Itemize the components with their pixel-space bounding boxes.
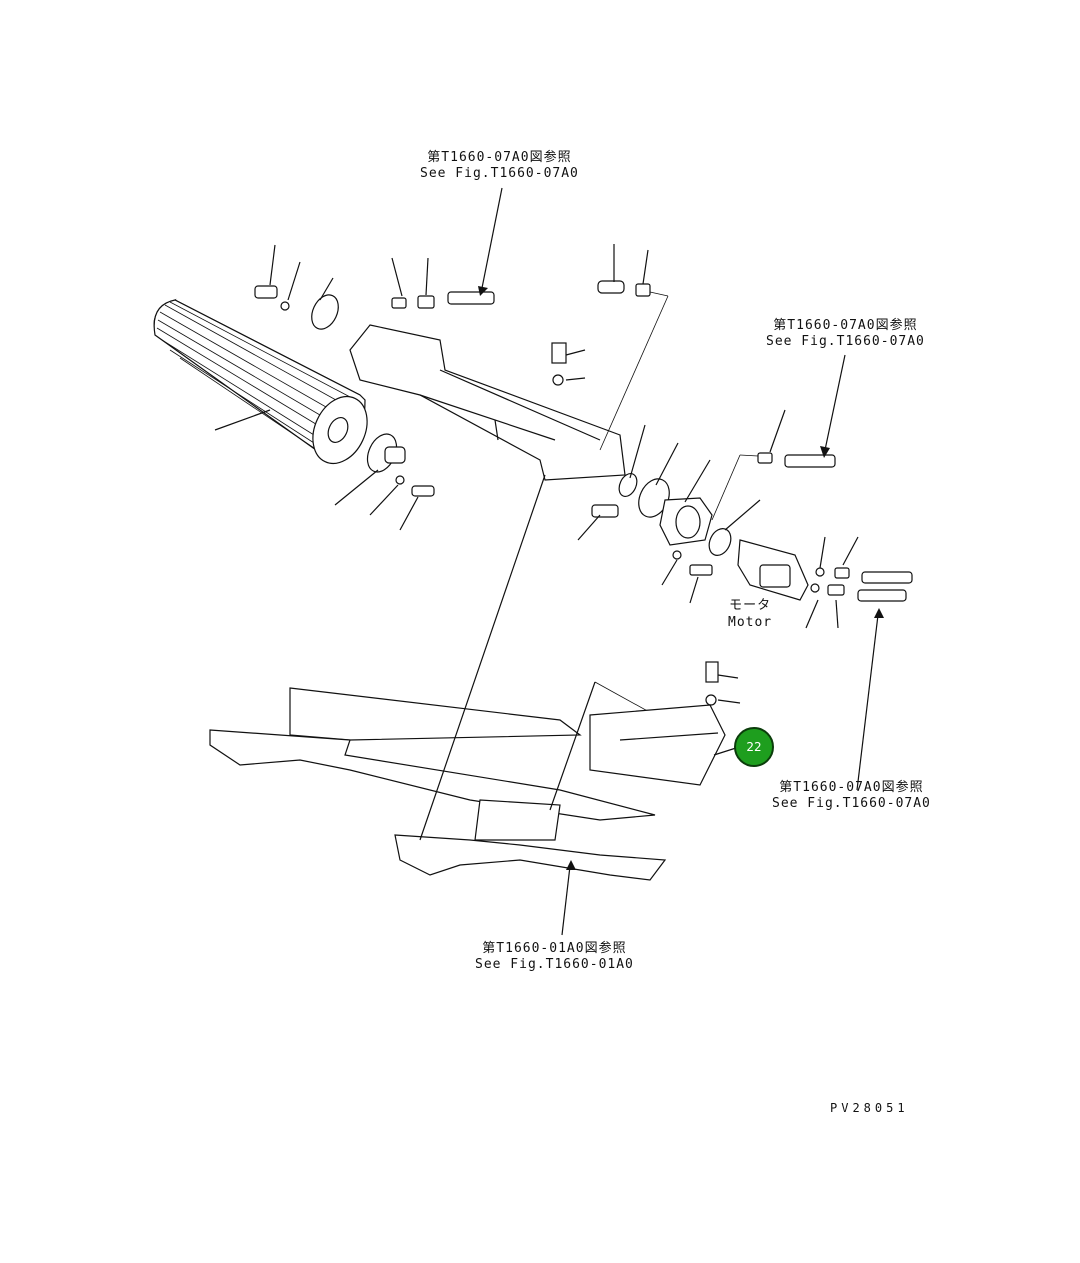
reference-bottom: 第T1660-01A0図参照 See Fig.T1660-01A0 [475,941,634,973]
reference-bottom-jp: 第T1660-01A0図参照 [482,941,627,956]
motor-label: モータ Motor [728,597,772,631]
reference-right-upper-jp: 第T1660-07A0図参照 [773,318,918,333]
lower-frame [209,474,884,936]
top-fasteners [254,187,503,330]
frame-arm [214,324,626,481]
reference-right-lower-en: See Fig.T1660-07A0 [772,796,931,811]
reference-bottom-en: See Fig.T1660-01A0 [475,957,634,972]
reference-top-en: See Fig.T1660-07A0 [420,166,579,181]
reference-right-lower: 第T1660-07A0図参照 See Fig.T1660-07A0 [772,780,931,812]
motor-label-en: Motor [728,615,773,630]
roller-drum [153,298,368,465]
reference-right-lower-jp: 第T1660-07A0図参照 [779,780,924,795]
reference-right-upper-en: See Fig.T1660-07A0 [766,334,925,349]
drawing-number: PV28051 [830,1101,909,1115]
motor-label-jp: モータ [729,598,772,613]
reference-right-upper: 第T1660-07A0図参照 See Fig.T1660-07A0 [766,318,925,350]
callout-badge-22[interactable]: 22 [734,727,774,767]
reference-top-jp: 第T1660-07A0図参照 [427,150,572,165]
bearing-assembly [577,424,761,604]
drum-hub [334,433,435,531]
motor-drawing [711,354,913,629]
reference-top: 第T1660-07A0図参照 See Fig.T1660-07A0 [420,150,579,182]
upper-bolts [551,244,669,451]
